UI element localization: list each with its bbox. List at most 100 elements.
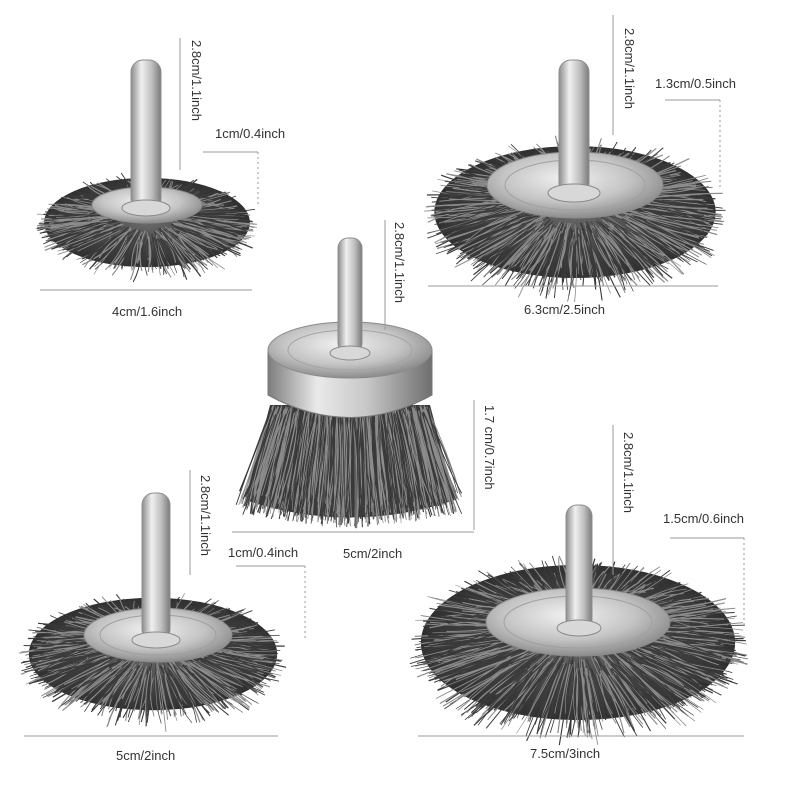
- bristle: [201, 662, 248, 682]
- bristle: [114, 229, 139, 264]
- bristle: [175, 236, 209, 270]
- bristle: [427, 649, 520, 677]
- bristle: [421, 412, 445, 505]
- bristle: [487, 670, 529, 711]
- bristle: [464, 659, 527, 690]
- bristle: [625, 223, 685, 275]
- bristle: [567, 229, 574, 302]
- bristle: [513, 664, 552, 719]
- bristle: [164, 226, 218, 269]
- bristle: [33, 653, 99, 674]
- bristle: [435, 216, 520, 255]
- bristle: [495, 231, 542, 275]
- bristle: [651, 211, 704, 234]
- bristle: [646, 220, 712, 258]
- bristle: [160, 676, 169, 713]
- bristle: [368, 408, 376, 520]
- bristle: [451, 215, 518, 252]
- bristle: [154, 672, 160, 712]
- bristle: [176, 230, 221, 257]
- bristle: [285, 404, 306, 506]
- bristle: [503, 659, 549, 724]
- bristle: [160, 666, 175, 717]
- bristle: [463, 650, 542, 698]
- bristle: [625, 214, 700, 245]
- bristle: [583, 222, 611, 294]
- bristle: [376, 410, 386, 501]
- bristle: [125, 667, 144, 721]
- bristle: [184, 674, 215, 711]
- bristle: [204, 656, 272, 671]
- bristle: [549, 658, 571, 734]
- bristle: [628, 661, 688, 706]
- bristle: [160, 227, 204, 270]
- bristle: [414, 405, 435, 516]
- bristle: [632, 230, 674, 253]
- bristle: [396, 412, 415, 515]
- bristle: [568, 238, 573, 268]
- bristle: [544, 233, 563, 276]
- bristle: [200, 667, 238, 690]
- bristle: [145, 670, 151, 722]
- bristle: [117, 235, 135, 264]
- bristle: [525, 661, 561, 736]
- bristle: [103, 668, 133, 709]
- bristle: [441, 202, 504, 229]
- bristle: [562, 237, 569, 283]
- bristle: [580, 222, 597, 288]
- bristle: [98, 229, 132, 259]
- bristle: [184, 662, 244, 704]
- bristle: [530, 228, 558, 288]
- bristle: [91, 235, 117, 255]
- bristle: [601, 219, 660, 275]
- bristle: [444, 652, 526, 682]
- bristle: [602, 664, 633, 709]
- bristle: [594, 238, 610, 281]
- bristle: [181, 233, 213, 250]
- bristle: [477, 219, 544, 271]
- bristle: [167, 660, 212, 704]
- bristle: [473, 650, 554, 726]
- bristle: [560, 656, 574, 717]
- bristle: [430, 199, 503, 216]
- bristle: [332, 412, 339, 512]
- bristle: [420, 413, 451, 517]
- shank: [130, 59, 162, 211]
- bristle: [381, 406, 395, 520]
- bristle: [498, 225, 545, 273]
- bristle: [641, 656, 702, 681]
- bristle: [461, 659, 529, 717]
- bristle: [629, 223, 679, 253]
- bristle: [580, 222, 597, 290]
- bristle: [593, 224, 632, 281]
- bristle: [583, 240, 592, 278]
- bristle: [581, 661, 591, 734]
- bristle: [516, 656, 561, 734]
- bristle: [412, 407, 442, 513]
- bristle: [576, 669, 580, 733]
- bristle: [147, 236, 152, 265]
- bristle: [577, 669, 581, 738]
- bristle: [401, 409, 427, 505]
- bristle: [190, 229, 241, 255]
- bristle: [161, 228, 199, 270]
- bristle: [221, 651, 267, 675]
- bristle: [159, 238, 174, 260]
- bristle: [416, 409, 443, 514]
- bristle: [273, 408, 300, 510]
- bristle: [50, 220, 119, 236]
- bristle: [161, 238, 178, 274]
- bristle: [145, 670, 151, 727]
- bristle: [620, 229, 668, 273]
- bristle: [553, 239, 566, 299]
- width-label-xlarge: 1.5cm/0.6inch: [663, 511, 744, 526]
- diameter-label-xlarge: 7.5cm/3inch: [530, 746, 600, 761]
- bristle: [242, 410, 272, 515]
- bristle: [151, 233, 162, 269]
- bristle: [427, 412, 453, 502]
- bristle: [63, 662, 109, 686]
- bristle: [170, 223, 241, 257]
- bristle: [648, 644, 711, 684]
- bristle: [240, 407, 274, 504]
- bristle: [503, 669, 538, 723]
